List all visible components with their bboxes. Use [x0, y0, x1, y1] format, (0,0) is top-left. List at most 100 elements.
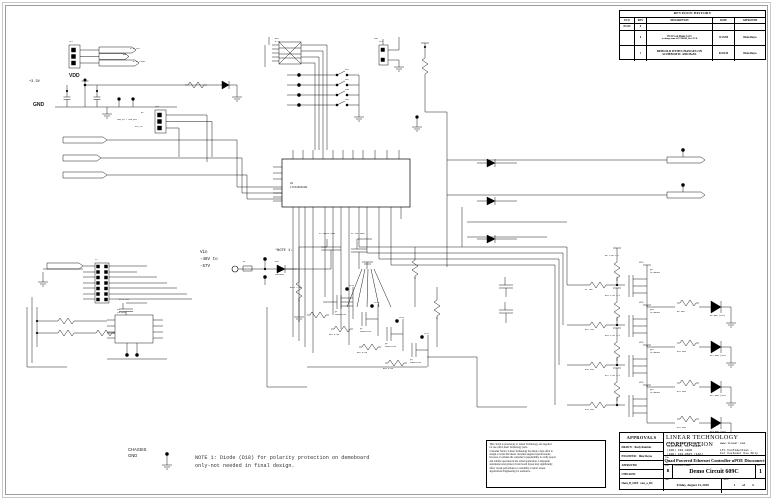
approvals-label-drawn: DRAWN:: [621, 445, 633, 449]
cell-date: 02/04/10: [713, 45, 735, 61]
cell-approved: Dhan Reyes: [743, 51, 757, 55]
proprietary-line: Customer Notice: Linear Technology has m…: [489, 449, 553, 453]
switch-1-label: SW1: [345, 68, 349, 71]
cell-eco: ECO#: [620, 24, 635, 30]
net-label-3v3-ext: 3.3V_EXT: [130, 47, 140, 50]
col-header-description: DESCRIPTION: [647, 17, 713, 24]
port-fet-1-sense: R61 0.50: [329, 333, 339, 336]
label-chassis-gnd-2: GND: [128, 453, 138, 458]
label-note-marker: *NOTE 1:: [275, 249, 293, 253]
approvals-value-sheet: cust_a_DC: [640, 481, 653, 485]
switch-4-label: SW4: [345, 98, 349, 101]
led-driver-3-led: D12 GRN (SMT): [710, 394, 727, 397]
led-driver-3-mosfet: Q11: [650, 348, 654, 351]
sheet-size-value: B: [666, 468, 670, 474]
port-fet-4-refdes: Q4: [410, 358, 413, 361]
connector-jp4-refdes: JP4: [379, 40, 383, 43]
approvals-label-sheet: Sheet_B_SIZE: [621, 481, 639, 485]
led-driver-1-led: D3 GRN (SMT): [710, 314, 725, 317]
main-ic-part: LTC4266ACGW: [290, 186, 308, 189]
company-address-line2: MILPITAS, CA. 95035: [667, 445, 702, 449]
document-number-value: Demo Circuit 609C: [689, 468, 739, 475]
cell-date: 11/25/00: [713, 30, 735, 45]
cell-eco: [620, 45, 635, 61]
schematic-canvas: VDD GND +3.3V Vin -48V to -57V *NOTE 1: …: [7, 7, 766, 493]
port-fet-3-refdes: Q3: [385, 342, 388, 345]
approvals-label-engineer: ENGINEER:: [621, 454, 637, 458]
label-vdd-rail: VDD: [69, 73, 80, 79]
led-driver-3-part: Si2304DS: [650, 351, 660, 354]
proprietary-line: affect circuit performance or reliabilit…: [489, 466, 546, 470]
port-fet-1-tp: TP14: [349, 284, 354, 287]
approvals-value-drawn: Rudy Ramirez: [634, 445, 652, 449]
sheet-of-label: of: [742, 483, 746, 488]
led-driver-4-gate-r: R23 100: [585, 408, 594, 411]
led-driver-1-vdd: VDD: [639, 262, 644, 264]
port-fet-3-part: IRFML8244: [385, 345, 397, 348]
revision-history-header-row: ECO REV DESCRIPTION DATE APPROVED: [620, 17, 765, 25]
proprietary-line: substitution and printed circuit board l…: [489, 463, 553, 467]
company-web-block: www.linear.com LTC Confidential - For Cu…: [720, 442, 758, 457]
cell-description-sub: to change name of PCB609B_Rev2 PCB: [661, 37, 698, 40]
company-header: LINEAR TECHNOLOGY CORPORATION 1630 McCAR…: [664, 433, 765, 456]
cell-eco: [620, 30, 635, 45]
led-driver-2-series-r: R18 300: [677, 350, 686, 353]
revision-row: 1 REBUILD WITH CHANGES ON SCHEMATIC AND …: [620, 45, 765, 61]
document-number-label: Document Number: [674, 465, 691, 468]
revision-row: ECO# 0: [620, 24, 765, 31]
label-chassis-gnd-1: CHASSIS: [128, 447, 147, 452]
document-row: Size B Document Number Demo Circuit 609C…: [664, 465, 765, 479]
led-driver-3-vdd: VDD: [639, 342, 644, 344]
revision-history-table: REVISION HISTORY ECO REV DESCRIPTION DAT…: [619, 10, 766, 61]
led-driver-1-pullup: R6 1.5K 1/4: [605, 254, 619, 257]
label-3v3: +3.3V: [29, 80, 40, 84]
company-name: LINEAR TECHNOLOGY CORPORATION: [666, 434, 739, 448]
main-ic-refdes: U1: [290, 182, 294, 185]
revision-value: 1: [759, 468, 762, 475]
proprietary-line: however, it remains the customer's respo…: [489, 456, 556, 460]
col-header-approved: APPROVED: [742, 18, 758, 22]
note-1-line-2: only-not needed in final design.: [195, 462, 295, 469]
rsense-label: RPR1 2.5K: [290, 286, 302, 289]
revision-label: Rev: [757, 465, 761, 468]
cell-approved: [735, 24, 765, 29]
cap-bulk-label: C2 100uF 100V: [319, 232, 336, 235]
net-label-3v3-local: 3.3V_LOCAL: [133, 60, 146, 63]
note-1-line-1: NOTE 1: Diode (D18) for polarity protect…: [195, 455, 370, 461]
led-driver-1-part: Si2304DS: [650, 271, 660, 274]
date-cell: Date Friday, August 13, 2010: [664, 479, 723, 493]
led-driver-1-gate-r: R7 100: [585, 288, 593, 291]
switch-3-label: SW3: [345, 88, 349, 91]
title-block: APPROVALS DRAWN: Rudy Ramirez ENGINEER: …: [619, 432, 766, 493]
small-ic-part: 24LC025: [117, 311, 126, 314]
net-label-jp3-out1a: Out_1A: [135, 125, 143, 128]
sheet-cell: Sheet 1 of 4: [722, 479, 765, 493]
sheet-total: 4: [752, 483, 754, 488]
c4-label: C4 0.1uF: [119, 298, 129, 301]
label-vin-1: Vin: [200, 251, 208, 255]
note-1-block: NOTE 1: Diode (D18) for polarity protect…: [195, 455, 369, 470]
cell-rev: 0: [635, 30, 647, 45]
net-label-jp3-5v: 5V: [141, 111, 144, 114]
net-label-jp3-sda: SDA_IN / SDA_OUT: [117, 118, 137, 121]
approvals-value-engineer: Dhar Reyes: [638, 454, 653, 458]
cell-description: REBUILD WITH CHANGES ON SCHEMATIC AND Bo…: [647, 45, 713, 61]
sheet-size-cell: Size B: [664, 465, 673, 478]
connector-j1-refdes: J1: [95, 258, 98, 261]
cell-description-main: ECO's on Sheet 2 of 5: [667, 34, 692, 38]
proprietary-line: Applications Engineering for assistance.: [489, 469, 531, 473]
company-address: 1630 McCARTHY BLVD. MILPITAS, CA. 95035 …: [667, 442, 703, 457]
sheet-label: Sheet: [723, 479, 729, 482]
led-driver-2-pullup: R16 1.5K 1/4: [605, 294, 620, 297]
led-driver-2-mosfet: Q10: [650, 308, 654, 311]
led-driver-1-series-r: R9 300: [677, 310, 685, 313]
small-ic-refdes: U4: [117, 308, 120, 311]
net-label-gnd: GND: [123, 53, 127, 56]
approvals-label-checked: CHECKED:: [621, 472, 636, 476]
led-driver-4-part: Si2304DS: [650, 391, 660, 394]
company-phone: (408) 432-1900: [667, 449, 693, 452]
approvals-label-approved: APPROVED:: [621, 463, 638, 467]
led-driver-2-gate-r: R17 100: [585, 328, 594, 331]
sheet-number: 1: [733, 483, 736, 488]
